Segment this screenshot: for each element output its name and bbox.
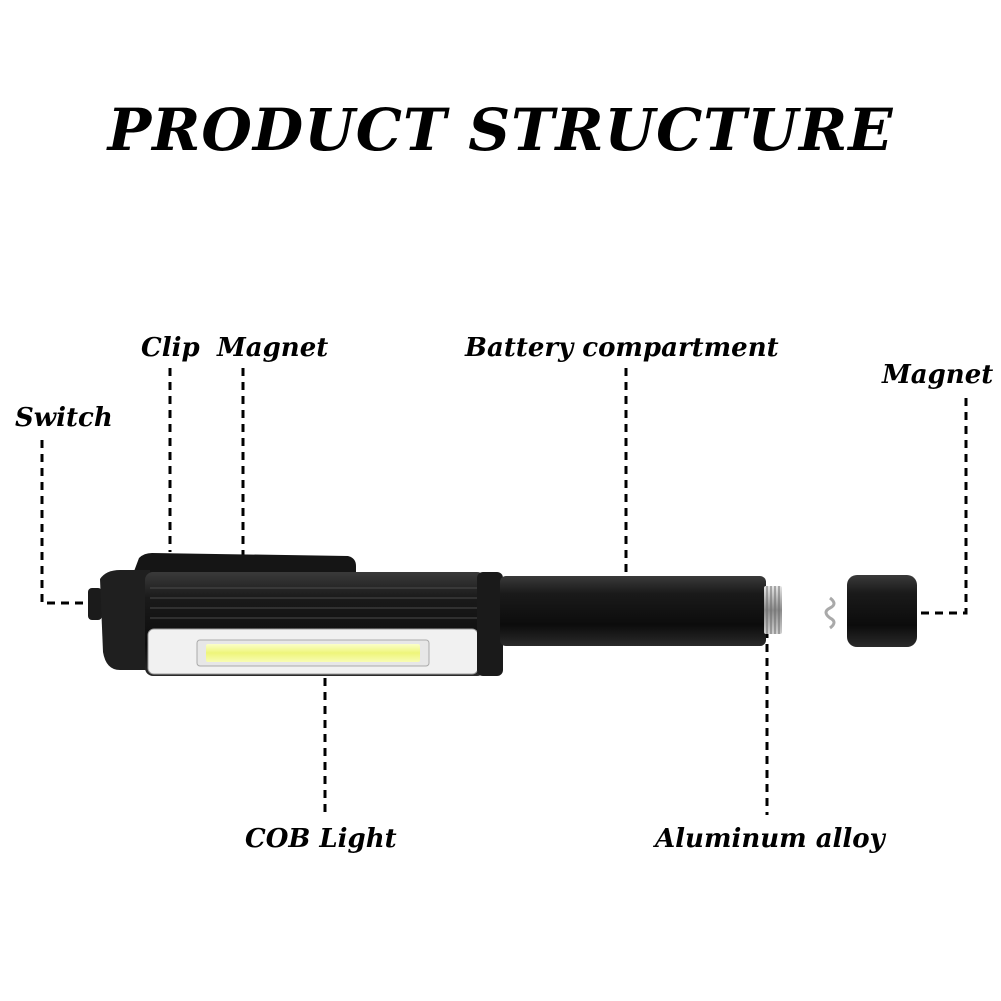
label-magnet-cap: Magnet <box>882 360 994 390</box>
leader-switch <box>40 440 92 605</box>
switch-knob <box>88 588 102 620</box>
battery-tube <box>500 576 766 646</box>
flashlight-body <box>88 553 782 676</box>
leader-lines <box>40 368 968 815</box>
label-magnet-top: Magnet <box>217 333 329 363</box>
spring <box>824 596 836 630</box>
label-switch: Switch <box>15 403 113 433</box>
leader-magnet-cap <box>915 398 968 615</box>
head-cap <box>100 570 150 670</box>
end-cap <box>824 575 917 647</box>
pen-clip <box>133 553 356 574</box>
label-cob-light: COB Light <box>245 824 397 854</box>
label-battery-compartment: Battery compartment <box>465 333 779 363</box>
page-title: PRODUCT STRUCTURE <box>107 96 894 164</box>
cap-body <box>847 575 917 647</box>
collar <box>477 572 503 676</box>
label-aluminum-alloy: Aluminum alloy <box>655 824 885 854</box>
label-clip: Clip <box>141 333 200 363</box>
thread <box>764 586 782 634</box>
cob-glow <box>206 644 420 662</box>
